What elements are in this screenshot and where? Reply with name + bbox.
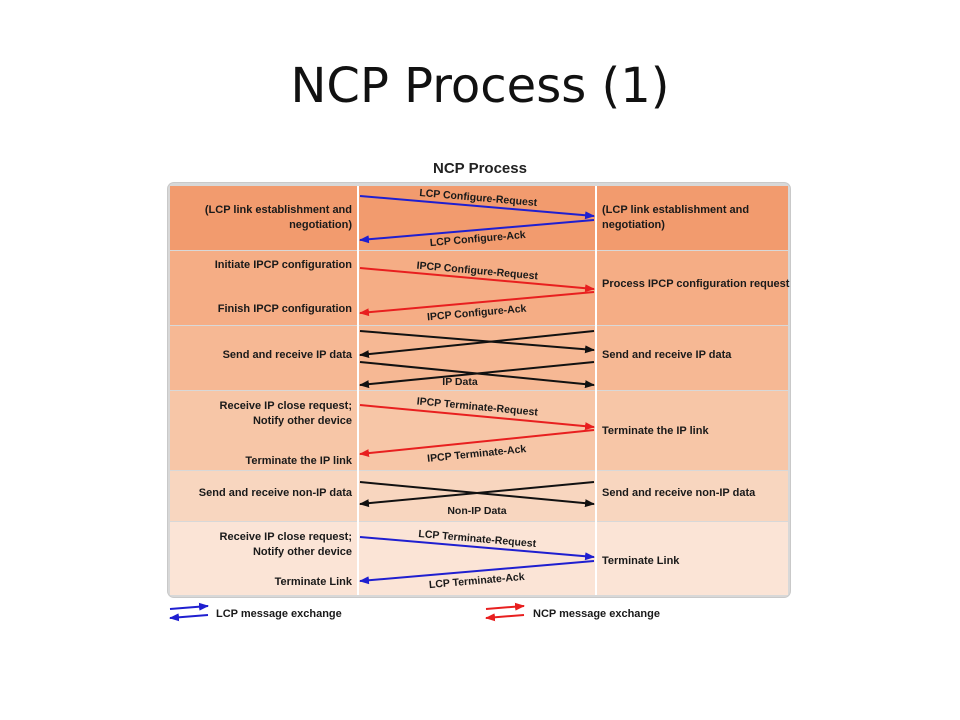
legend-ncp-arrow-left [485, 613, 525, 622]
row0-left-line1: (LCP link establishment and [205, 204, 352, 216]
row5-right: Terminate Link [602, 555, 680, 567]
row1-right: Process IPCP configuration request [602, 278, 790, 290]
lcp-configure-request-arrow [359, 195, 595, 220]
row5-left-top-line2: Notify other device [253, 546, 352, 558]
ipcp-configure-ack-arrow [359, 291, 595, 317]
lcp-configure-ack-arrow [359, 219, 595, 244]
legend-lcp-arrow-left [169, 613, 209, 622]
row3-left-bottom: Terminate the IP link [245, 455, 352, 467]
legend-ncp-label: NCP message exchange [533, 608, 660, 620]
row-non-ip-data [170, 471, 788, 521]
row1-left-top: Initiate IPCP configuration [215, 259, 353, 271]
legend: LCP message exchange NCP message exchang… [169, 602, 660, 622]
legend-lcp-label: LCP message exchange [216, 608, 342, 620]
row-ipcp-configuration [170, 251, 788, 325]
row0-left-line2: negotiation) [289, 219, 352, 231]
lcp-terminate-request-arrow [359, 536, 595, 561]
row-lcp-establishment [170, 186, 788, 250]
ipcp-terminate-ack-arrow [359, 429, 595, 458]
row-ipcp-terminate [170, 391, 788, 470]
row4-right: Send and receive non-IP data [602, 487, 756, 499]
row3-left-top-line1: Receive IP close request; [220, 400, 352, 412]
non-ip-data-arrow-2 [359, 481, 595, 508]
row1-left-bottom: Finish IPCP configuration [218, 303, 353, 315]
row0-right-line2: negotiation) [602, 219, 665, 231]
non-ip-data-label: Non-IP Data [447, 505, 506, 517]
row-lcp-terminate [170, 522, 788, 595]
row-backgrounds [170, 186, 788, 595]
legend-lcp-arrow-right [169, 602, 209, 611]
row2-right: Send and receive IP data [602, 349, 732, 361]
ip-data-arrow-1 [359, 330, 595, 354]
ipcp-configure-request-arrow [359, 267, 595, 293]
row3-left-top-line2: Notify other device [253, 415, 352, 427]
row0-right-line1: (LCP link establishment and [602, 204, 749, 216]
row5-left-top-line1: Receive IP close request; [220, 531, 352, 543]
ipcp-terminate-request-arrow [359, 404, 595, 431]
lcp-terminate-ack-arrow [359, 560, 595, 585]
ip-data-arrow-4 [359, 361, 595, 389]
row3-right: Terminate the IP link [602, 425, 709, 437]
row4-left: Send and receive non-IP data [199, 487, 353, 499]
ip-data-arrow-2 [359, 330, 595, 359]
ip-data-label: IP Data [442, 376, 478, 388]
row5-left-bottom: Terminate Link [275, 576, 353, 588]
row-ip-data [170, 326, 788, 390]
row2-left: Send and receive IP data [223, 349, 353, 361]
diagram-title: NCP Process [433, 160, 527, 177]
legend-ncp-arrow-right [485, 602, 525, 611]
slide-title: NCP Process (1) [290, 58, 670, 114]
